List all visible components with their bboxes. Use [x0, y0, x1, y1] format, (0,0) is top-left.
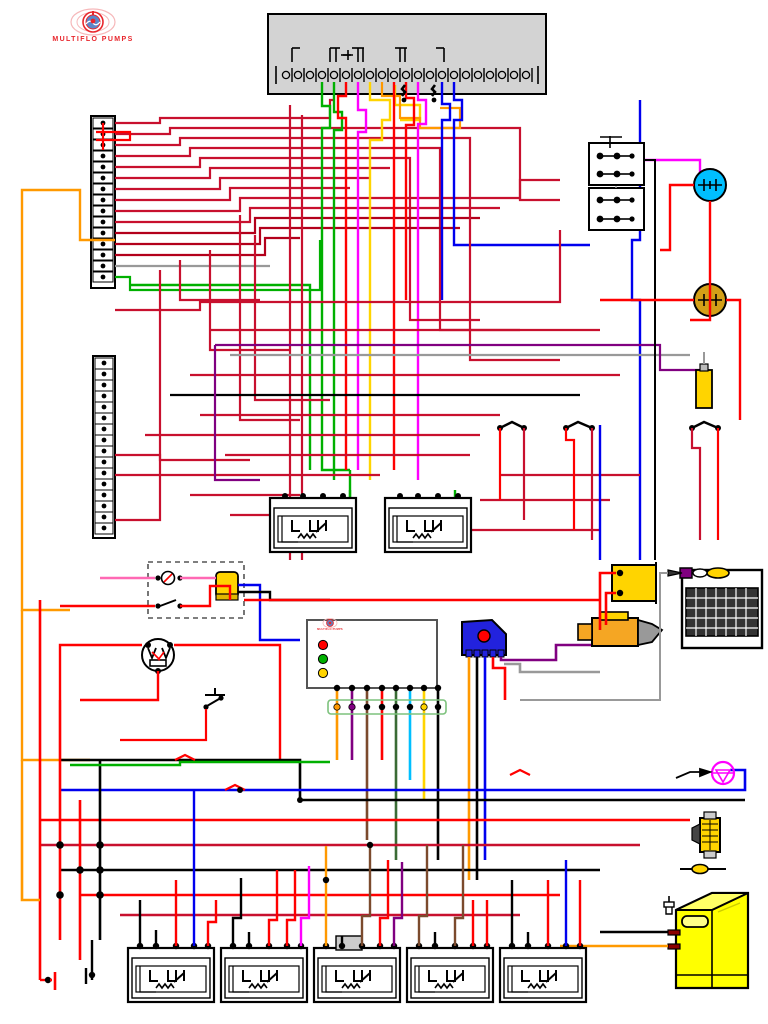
solenoid-wires [60, 576, 600, 642]
battery-leads [560, 930, 668, 948]
starter-motor[interactable] [577, 611, 664, 647]
relay-middle-2[interactable] [383, 493, 473, 554]
radiator-core[interactable] [667, 567, 764, 650]
crossover-markers [400, 84, 437, 103]
switch-block-upper[interactable] [588, 136, 645, 186]
relay-bottom-2[interactable] [219, 942, 309, 1004]
relay-bottom-4[interactable] [405, 942, 495, 1004]
contact-switch-1[interactable] [497, 420, 527, 520]
gauge-pink[interactable] [710, 760, 736, 786]
control-panel-body[interactable] [306, 618, 438, 689]
starter-wires [598, 571, 616, 630]
brand-logo: MULTIFLO PUMPS [33, 4, 153, 52]
bullet-connector[interactable] [680, 863, 726, 875]
top-terminal-block[interactable] [267, 13, 547, 95]
relay-middle-1[interactable] [268, 493, 358, 554]
ground-symbol-2 [84, 940, 96, 984]
fuse-yellow-right[interactable] [695, 352, 713, 409]
gauge-cyan[interactable] [693, 168, 727, 202]
gauge-gold-wires [600, 298, 742, 420]
alternator[interactable] [141, 638, 175, 674]
pink-gauge-lead [675, 767, 713, 779]
contact-switch-3[interactable] [689, 420, 721, 540]
panel-terminal-bar[interactable] [327, 699, 447, 715]
ground-symbol-1 [40, 972, 57, 990]
gauge-cyan-wires [660, 183, 712, 322]
left-terminal-strip-upper[interactable] [90, 115, 116, 289]
relay-bottom-1[interactable] [126, 942, 216, 1004]
brand-logo-text: MULTIFLO PUMPS [52, 36, 134, 43]
fuse-block-right[interactable] [691, 811, 721, 859]
radiator-sensor-wire [520, 572, 668, 701]
left-terminal-strip-lower[interactable] [92, 355, 116, 539]
contact-switch-2[interactable] [563, 420, 602, 560]
alternator-wires [58, 643, 282, 760]
battery[interactable] [663, 891, 750, 990]
solenoid-yellow-box[interactable] [611, 562, 657, 604]
switch-block-lead [644, 159, 656, 560]
switch-block-lower[interactable] [588, 186, 645, 231]
pressure-switch[interactable] [120, 688, 225, 742]
blue-sensor-plug[interactable] [461, 618, 507, 658]
control-panel-logo-text: MULTIFLO PUMPS [317, 628, 343, 631]
relay-bottom-5[interactable] [498, 942, 588, 1004]
